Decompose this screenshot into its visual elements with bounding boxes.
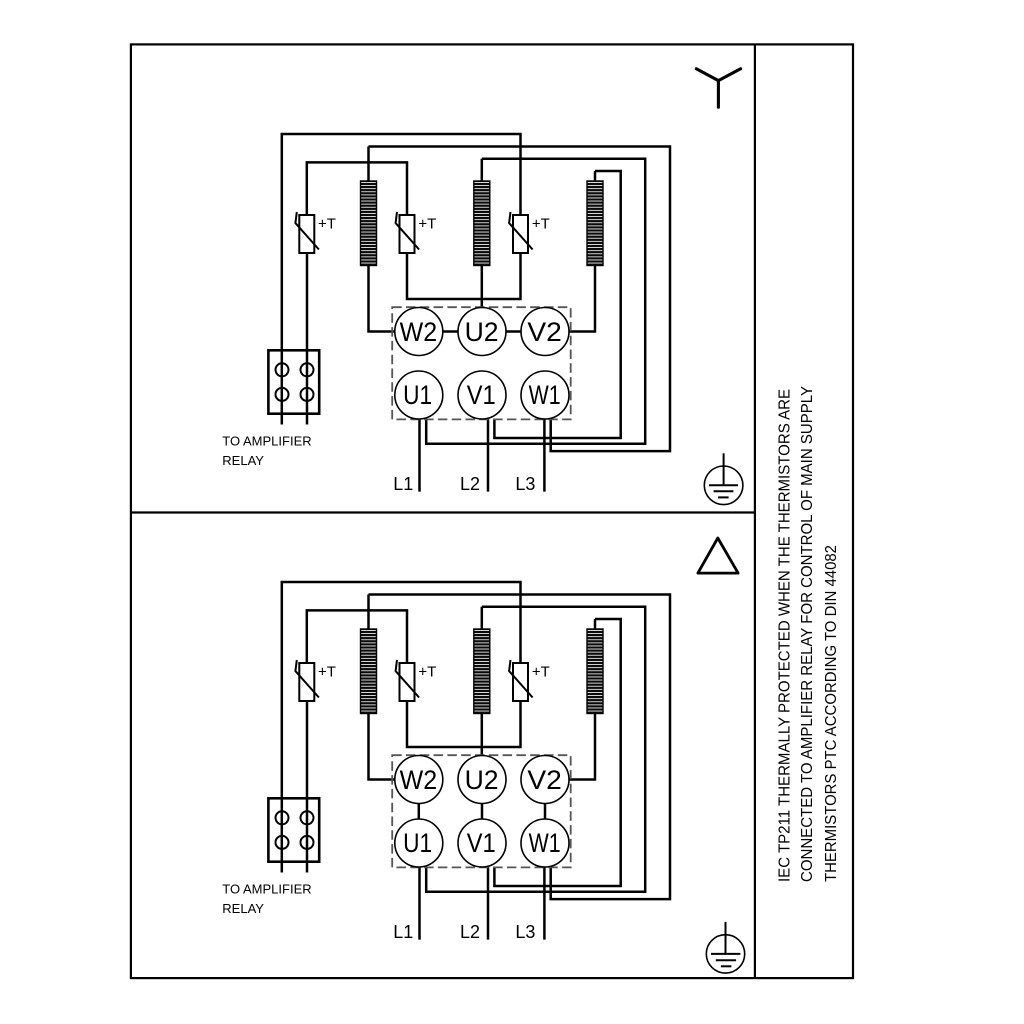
svg-text:THERMISTORS PTC ACCORDING TO D: THERMISTORS PTC ACCORDING TO DIN 44082 [823,545,840,882]
svg-text:CONNECTED TO AMPLIFIER RELAY F: CONNECTED TO AMPLIFIER RELAY FOR CONTROL… [799,386,816,882]
svg-text:IEC TP211 THERMALLY PROTECTED: IEC TP211 THERMALLY PROTECTED WHEN THE T… [776,389,793,882]
